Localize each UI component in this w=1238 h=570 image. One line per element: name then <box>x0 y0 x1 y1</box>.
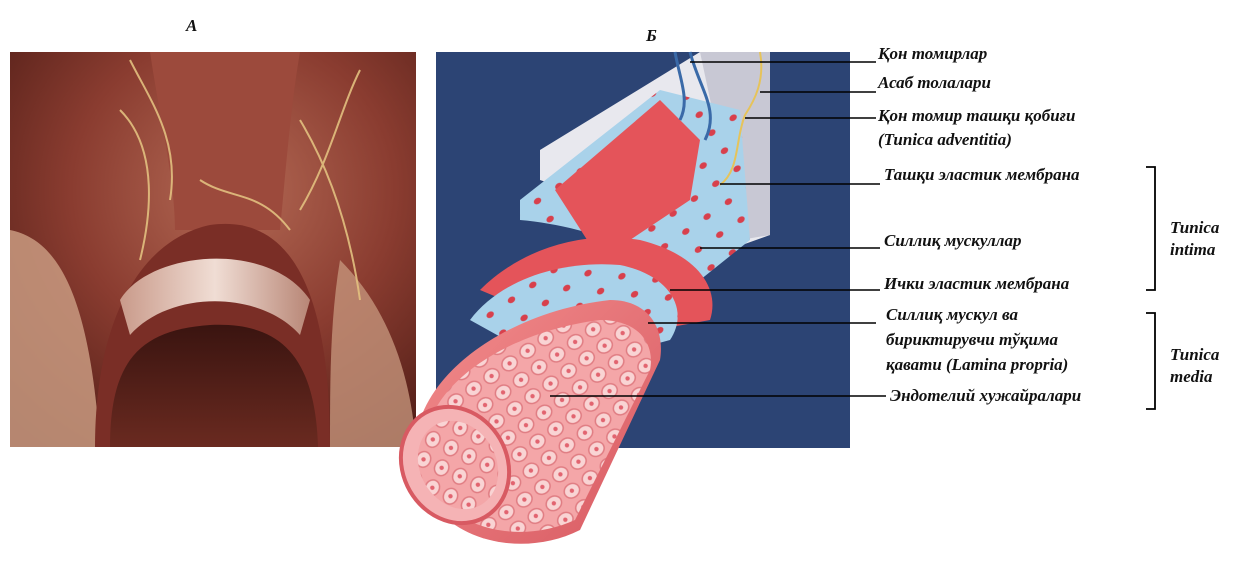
label-internal-elastic-membrane: Ички эластик мембрана <box>884 273 1069 294</box>
bracket-label-media-line1: Tunica <box>1170 344 1219 366</box>
label-lamina-line1: Силлиқ мускул ва <box>886 304 1018 325</box>
label-blood-vessels: Қон томирлар <box>878 43 987 64</box>
bracket-label-intima-line2: intima <box>1170 239 1219 261</box>
bracket-label-media: Tunica media <box>1170 344 1219 388</box>
label-lamina-line2: бириктирувчи тўқима <box>886 329 1058 350</box>
bracket-label-intima: Tunica intima <box>1170 217 1219 261</box>
bracket-label-media-line2: media <box>1170 366 1219 388</box>
panel-b-image <box>380 52 850 544</box>
bracket-intima <box>1146 167 1155 290</box>
bracket-media <box>1146 313 1155 409</box>
label-lamina-line3: қавати (Lamina propria) <box>886 354 1068 375</box>
label-endothelial-cells: Эндотелий хужайралари <box>890 385 1081 406</box>
panel-a-image <box>10 52 416 447</box>
bracket-label-intima-line1: Tunica <box>1170 217 1219 239</box>
label-nerve-fibers: Асаб толалари <box>878 72 991 93</box>
label-smooth-muscles: Силлиқ мускуллар <box>884 230 1021 251</box>
label-outer-sheath: Қон томир ташқи қобиғи <box>878 105 1075 126</box>
label-tunica-adventitia: (Tunica adventitia) <box>878 129 1012 150</box>
brackets <box>1146 167 1155 409</box>
label-external-elastic-membrane: Ташқи эластик мембрана <box>884 164 1080 185</box>
